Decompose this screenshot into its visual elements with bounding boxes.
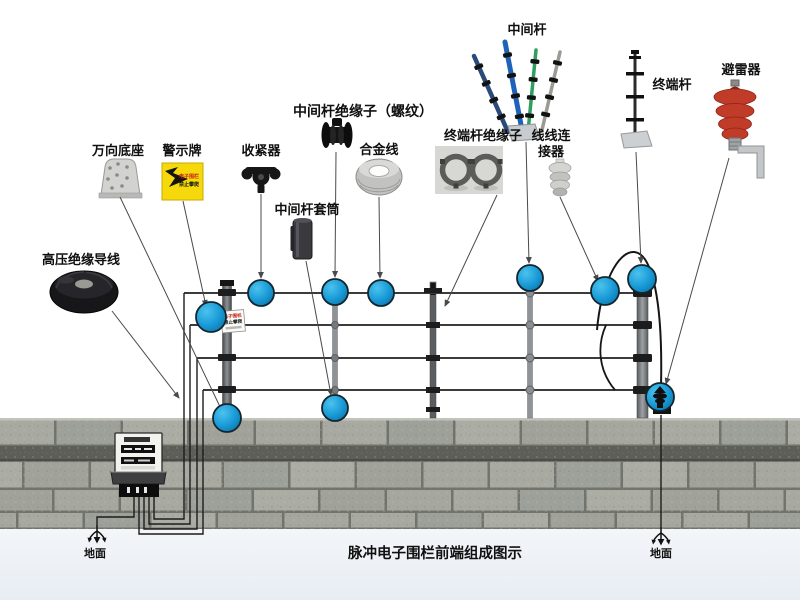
terminal-pole-image [620, 50, 653, 149]
mid-pole-base [507, 123, 541, 142]
pole-clip [544, 94, 555, 101]
label-mid-pole-sleeve: 中间杆套筒 [274, 202, 339, 217]
label-universal-base: 万向底座 [91, 143, 144, 158]
marker-mid-pole-insulator [321, 278, 349, 306]
wire-jumper [599, 324, 616, 391]
wall-top-edge [0, 418, 800, 421]
pole-clip [552, 60, 563, 66]
label-arrester: 避雷器 [721, 62, 761, 77]
label-terminal-pole: 终端杆 [652, 77, 691, 92]
label-mid-pole-insulator: 中间杆绝缘子（螺纹） [293, 103, 433, 119]
fence-pole-1 [220, 280, 234, 419]
fence-warning-plate-line2: 禁止攀爬 [223, 318, 243, 327]
pole-clip [474, 63, 484, 71]
label-ground-left: 地面 [84, 546, 106, 560]
pole-clip [514, 113, 524, 120]
label-ground-right: 地面 [650, 546, 672, 560]
label-wire-connector-line2: 接器 [538, 144, 565, 159]
pole-clip [530, 58, 540, 64]
warning-sign-image: 电子围栏 禁止攀爬 [161, 162, 204, 201]
fence-warning-plate-line1: 电子围栏 [223, 312, 242, 321]
marker-warning-sign [195, 301, 227, 333]
warning-sign-line1: 电子围栏 [179, 173, 199, 180]
pole-clip [489, 96, 499, 104]
pole-clip [481, 79, 491, 87]
lightning-bolt-icon [165, 167, 188, 187]
marker-mid-pole [516, 264, 544, 292]
pole-clip [548, 77, 559, 83]
label-terminal-pole-insulator: 终端杆绝缘子 [444, 128, 522, 143]
pole-clip [496, 113, 506, 121]
marker-mid-pole-sleeve [321, 394, 349, 422]
arrester-image [713, 79, 765, 179]
tightener-image [241, 167, 281, 193]
ground-area [0, 529, 800, 600]
feed-wires [96, 293, 204, 535]
label-mid-pole: 中间杆 [507, 22, 546, 37]
fence-wires [184, 292, 642, 391]
label-warning-sign: 警示牌 [162, 143, 201, 158]
mid-pole-insulator-image [321, 118, 353, 148]
pole-clip [525, 113, 535, 119]
pole-clip [502, 52, 513, 58]
pole-clip [528, 77, 538, 83]
energizer-unit [110, 432, 167, 497]
pole-clip [506, 72, 517, 79]
marker-alloy-wire [367, 279, 395, 307]
warning-sign-line2: 禁止攀爬 [178, 181, 200, 188]
fence-pole-3 [429, 281, 437, 419]
diagram-caption: 脉冲电子围栏前端组成图示 [347, 544, 522, 562]
marker-universal-base [212, 403, 242, 433]
alloy-wire-image [355, 158, 403, 196]
marker-terminal-pole [627, 264, 657, 294]
terminal-pole-insulator-image [435, 146, 503, 194]
hv-insulated-wire-image [49, 270, 119, 314]
callout-markers [195, 264, 675, 433]
mid-pole-sample [471, 53, 511, 135]
leader-lines [111, 141, 730, 412]
pole-clip [510, 93, 521, 99]
fence-pole-4 [527, 287, 533, 419]
mid-pole-image [471, 39, 563, 138]
arrester-glyph [653, 386, 667, 408]
wire-to-wire-connector-image [548, 158, 572, 197]
mid-pole-sleeve-image [290, 218, 313, 260]
label-tightener: 收紧器 [241, 143, 281, 158]
marker-tightener [247, 279, 275, 307]
universal-base-image [98, 158, 143, 199]
label-alloy-wire: 合金线 [359, 142, 398, 157]
mid-pole-sample [502, 39, 526, 138]
marker-wire-connector [590, 276, 620, 306]
pole-clip [541, 111, 551, 118]
pole-clip [526, 95, 536, 101]
fence-warning-plate: 电子围栏 禁止攀爬 [220, 309, 246, 334]
label-hv-insulated-wire: 高压绝缘导线 [42, 252, 120, 267]
label-wire-connector-line1: 线线连 [531, 128, 571, 143]
